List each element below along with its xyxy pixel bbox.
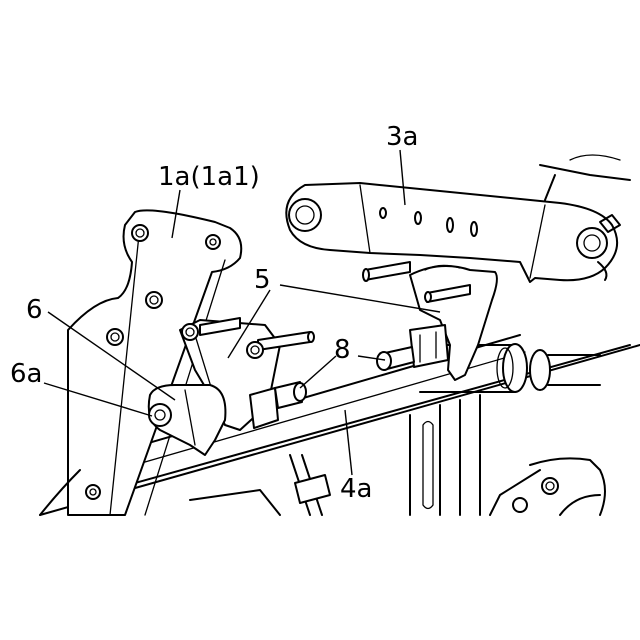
- blank-margin: [0, 516, 640, 640]
- bracket-right: [363, 262, 497, 380]
- label-1a: 1a(1a1): [158, 162, 260, 192]
- lever-6: [149, 385, 226, 455]
- label-3a: 3a: [386, 122, 418, 152]
- label-5: 5: [254, 265, 271, 295]
- label-4a: 4a: [340, 474, 372, 504]
- label-8: 8: [334, 335, 351, 365]
- right-frame: [410, 395, 605, 515]
- lower-rod: [190, 455, 330, 515]
- label-6a: 6a: [10, 359, 42, 389]
- label-6: 6: [26, 295, 43, 325]
- link-arm-3a: [286, 155, 630, 282]
